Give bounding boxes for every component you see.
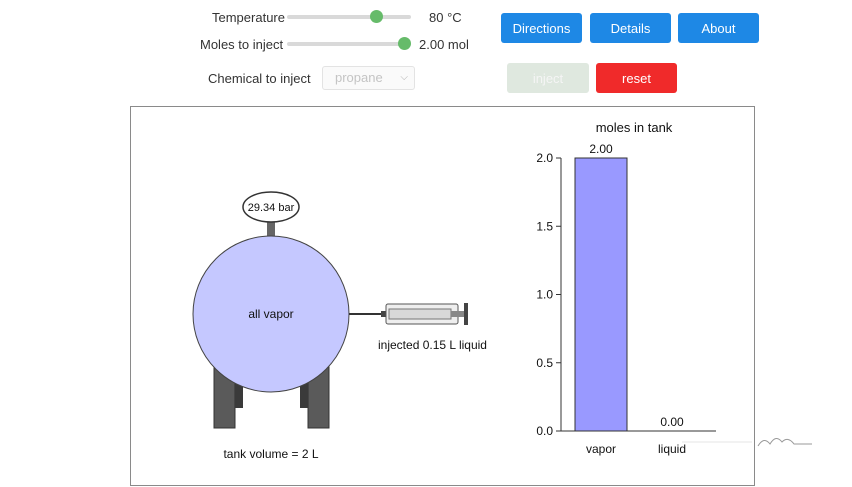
directions-button[interactable]: Directions <box>501 13 582 43</box>
moles-slider[interactable] <box>287 37 411 50</box>
pressure-gauge <box>242 191 300 223</box>
tank-leg-right-inner <box>300 382 308 408</box>
pressure-readout: 29.34 bar <box>248 202 295 214</box>
chart-title: moles in tank <box>596 120 673 135</box>
tank-leg-left-inner <box>235 382 243 408</box>
y-tick-label-3: 1.5 <box>536 219 553 233</box>
moles-bar-chart: moles in tank 0.0 0.5 1.0 1.5 2.0 2.00 vapor 0… <box>536 120 716 456</box>
chevron-down-icon: ⌵ <box>400 72 408 83</box>
simulation-panel: 29.34 bar all vapor injected 0.15 L liqu… <box>130 106 755 486</box>
temperature-value: 80 °C <box>429 10 462 25</box>
y-tick-label-1: 0.5 <box>536 356 553 370</box>
tank-diagram: 29.34 bar all vapor injected 0.15 L liqu… <box>192 120 716 461</box>
syringe-label: injected 0.15 L liquid <box>378 338 487 352</box>
tank-volume-label: tank volume = 2 L <box>223 447 318 461</box>
about-button[interactable]: About <box>678 13 759 43</box>
details-button[interactable]: Details <box>590 13 671 43</box>
moles-value: 2.00 mol <box>419 37 469 52</box>
bar-vapor <box>574 157 628 432</box>
temperature-slider[interactable] <box>287 10 411 23</box>
y-tick-label-4: 2.0 <box>536 151 553 165</box>
moles-slider-thumb[interactable] <box>398 37 411 50</box>
chemical-label: Chemical to inject <box>208 71 311 86</box>
x-tick-label-liquid: liquid <box>658 442 686 456</box>
x-tick-label-vapor: vapor <box>586 442 616 456</box>
bar-value-label-liquid: 0.00 <box>660 415 684 429</box>
y-tick-label-2: 1.0 <box>536 288 553 302</box>
tank-state-label: all vapor <box>248 307 293 321</box>
syringe-icon <box>381 303 468 325</box>
bar-value-label-vapor: 2.00 <box>589 142 613 156</box>
gauge-stem <box>267 221 275 237</box>
y-tick-label-0: 0.0 <box>536 424 553 438</box>
reset-button[interactable]: reset <box>596 63 677 93</box>
university-logo <box>682 432 814 452</box>
temperature-label: Temperature <box>212 10 285 25</box>
chemical-select[interactable]: propane ⌵ <box>322 66 415 90</box>
temperature-slider-thumb[interactable] <box>370 10 384 23</box>
moles-label: Moles to inject <box>200 37 284 52</box>
chemical-select-value: propane <box>335 70 383 85</box>
inject-button[interactable]: inject <box>507 63 589 93</box>
